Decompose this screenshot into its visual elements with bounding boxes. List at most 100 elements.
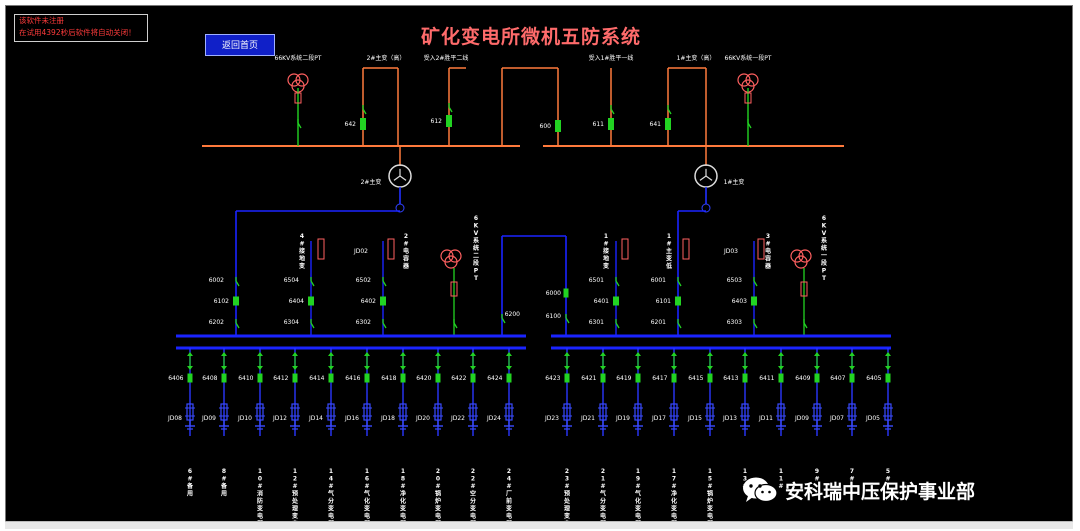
pt-winding [794, 255, 808, 269]
left-feeder-name: 1 [258, 468, 262, 475]
right-feeder-name: # [564, 483, 569, 490]
breaker-label: 6408 [202, 375, 217, 382]
left-feeder-name: 1 [329, 468, 333, 475]
col-6501-breaker[interactable] [613, 296, 619, 306]
breaker-600[interactable] [555, 120, 561, 132]
cap2-icon[interactable] [387, 238, 395, 260]
disconnector-blade [297, 122, 302, 129]
gt2-icon[interactable] [317, 238, 325, 260]
left-feeder-name: # [400, 483, 405, 490]
left-feeder-breaker-6412[interactable] [292, 373, 298, 383]
breaker-label: 6404 [289, 298, 304, 305]
col-6504-breaker[interactable] [308, 296, 314, 306]
disconnector-blade [753, 322, 758, 329]
breaker-642[interactable] [360, 118, 366, 130]
right-feeder-breaker-6405[interactable] [885, 373, 891, 383]
cap1-icon[interactable] [757, 238, 765, 260]
left-feeder-breaker-6422[interactable] [470, 373, 476, 383]
breaker-6000[interactable] [563, 288, 569, 298]
right-feeder-name: 7 [850, 468, 854, 475]
jd03-label: JD03 [723, 248, 738, 255]
arrow-up-icon [328, 352, 334, 356]
right-feeder-breaker-6407[interactable] [849, 373, 855, 383]
breaker-611[interactable] [608, 118, 614, 130]
breaker-641[interactable] [665, 118, 671, 130]
pt6-1-label: 一 [821, 253, 827, 260]
cap1-label: 3 [766, 233, 770, 240]
left-feeder-name: 备 [186, 482, 194, 490]
right-feeder-name: # [707, 483, 712, 490]
left-feeder-breaker-6414[interactable] [328, 373, 334, 383]
left-feeder-breaker-6416[interactable] [364, 373, 370, 383]
right-feeder-breaker-6417[interactable] [671, 373, 677, 383]
breaker-612[interactable] [446, 115, 452, 127]
right-feeder-name: 电 [564, 520, 570, 523]
col-6002-breaker[interactable] [233, 296, 239, 306]
arrow-up-icon [364, 352, 370, 356]
right-feeder-name: 1 [779, 476, 783, 483]
left-feeder-breaker-6410[interactable] [257, 373, 263, 383]
right-feeder-name: 2 [565, 468, 569, 475]
arrow-up-icon [506, 352, 512, 356]
left-feeder-breaker-6424[interactable] [506, 373, 512, 383]
right-feeder-breaker-6419[interactable] [635, 373, 641, 383]
jd-label: JD18 [380, 415, 395, 422]
left-feeder-name: 2 [436, 468, 440, 475]
right-feeder-name: # [600, 483, 605, 490]
right-feeder-name: # [849, 476, 854, 483]
col-6502-breaker[interactable] [380, 296, 386, 306]
right-feeder-breaker-6421[interactable] [600, 373, 606, 383]
pt6-1-label: K [822, 223, 827, 230]
col-6002-label-2: 6202 [209, 319, 224, 326]
aux1-icon[interactable] [682, 238, 690, 260]
home-button[interactable]: 返回首页 [205, 34, 275, 56]
aux1-label: 主 [666, 247, 672, 255]
right-feeder-name: 9 [636, 476, 640, 483]
aux1-label: 1 [667, 233, 671, 240]
right-feeder-name: 预 [564, 490, 570, 498]
gt1-label: 1 [604, 233, 608, 240]
pt1-fuse [744, 92, 752, 104]
right-feeder-name: 1 [743, 468, 747, 475]
left-feeder-name: 净 [400, 490, 406, 498]
disconnector-blade [501, 317, 506, 324]
left-feeder-breaker-6408[interactable] [221, 373, 227, 383]
cap2-label: 器 [402, 262, 410, 270]
breaker-label: 6412 [273, 375, 288, 382]
right-feeder-breaker-6413[interactable] [742, 373, 748, 383]
left-feeder-breaker-6418[interactable] [400, 373, 406, 383]
gt1-icon[interactable] [621, 238, 629, 260]
disconnector-blade [235, 322, 240, 329]
horizontal-scrollbar[interactable] [5, 521, 1073, 529]
feed1-label: 受入1#胜平一线 [589, 54, 634, 62]
tr2-label: 2#主变 [361, 178, 382, 186]
left-feeder-breaker-6406[interactable] [187, 373, 193, 383]
breaker-label: 600 [540, 123, 552, 130]
left-feeder-name: # [506, 483, 511, 490]
pt6-1-label: T [822, 275, 827, 282]
right-feeder-breaker-6415[interactable] [707, 373, 713, 383]
left-feeder-name: # [187, 476, 192, 483]
left-feeder-name: # [221, 476, 226, 483]
pt6-1-label: 统 [821, 244, 827, 252]
left-feeder-breaker-6420[interactable] [435, 373, 441, 383]
left-feeder-name: 气 [327, 490, 334, 498]
left-feeder-name: 用 [186, 491, 193, 498]
right-feeder-name: 炉 [707, 497, 713, 505]
col-6001-breaker[interactable] [675, 296, 681, 306]
left-feeder-name: 电 [292, 520, 298, 523]
right-feeder-breaker-6409[interactable] [814, 373, 820, 383]
right-feeder-breaker-6423[interactable] [564, 373, 570, 383]
right-feeder-name: 1 [708, 468, 712, 475]
winding-mark [699, 175, 707, 181]
gt1-label: 变 [603, 262, 609, 270]
winding-mark [705, 175, 713, 181]
brand-text: 安科瑞中压保护事业部 [785, 480, 976, 503]
pt-winding [444, 255, 458, 269]
jd-label: JD17 [651, 415, 666, 422]
breaker-label: 6423 [545, 375, 560, 382]
right-feeder-breaker-6411[interactable] [778, 373, 784, 383]
cap1-label: # [765, 241, 770, 248]
disconnector-blade [677, 322, 682, 329]
col-6503-breaker[interactable] [751, 296, 757, 306]
